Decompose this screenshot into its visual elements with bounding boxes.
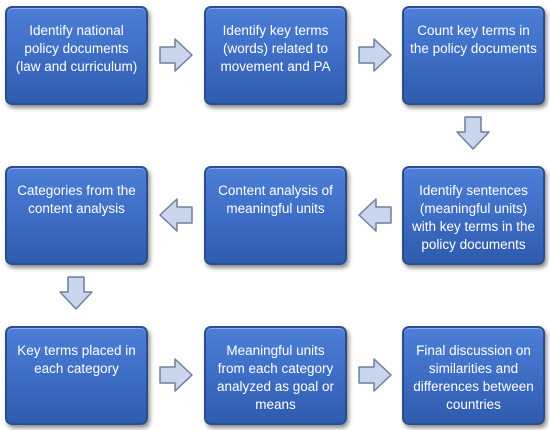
step-count-key-terms: Count key terms in the policy documents [402,6,545,105]
step-label: Count key terms in the policy documents [410,23,537,56]
step-identify-sentences: Identify sentences (meaningful units) wi… [402,166,545,265]
step-label: Content analysis of meaningful units [218,183,333,216]
arrow-left-icon [358,198,392,232]
step-identify-key-terms: Identify key terms (words) related to mo… [204,6,347,105]
step-key-terms-placed: Key terms placed in each category [5,326,148,425]
arrow-right-icon [358,358,392,392]
step-label: Identify sentences (meaningful units) wi… [411,183,536,252]
arrow-down-icon [456,116,490,150]
step-final-discussion: Final discussion on similarities and dif… [402,326,545,425]
step-categories-from-content-analysis: Categories from the content analysis [5,166,148,265]
arrow-left-icon [159,198,193,232]
step-identify-policy-documents: Identify national policy documents (law … [5,6,148,105]
step-label: Categories from the content analysis [17,183,136,216]
arrow-right-icon [159,38,193,72]
arrow-right-icon [159,358,193,392]
step-label: Identify key terms (words) related to mo… [220,23,331,74]
step-label: Final discussion on similarities and dif… [413,343,534,412]
arrow-right-icon [358,38,392,72]
step-meaningful-units-analyzed: Meaningful units from each category anal… [204,326,347,425]
step-content-analysis: Content analysis of meaningful units [204,166,347,265]
step-label: Identify national policy documents (law … [15,23,138,74]
step-label: Key terms placed in each category [17,343,136,376]
step-label: Meaningful units from each category anal… [216,343,335,412]
arrow-down-icon [59,276,93,310]
